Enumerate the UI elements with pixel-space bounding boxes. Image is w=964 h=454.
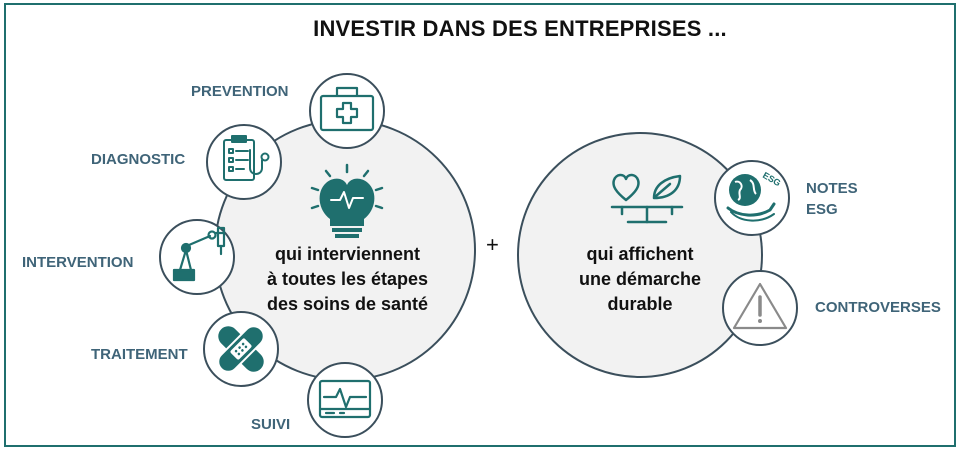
label-esg: ESG: [806, 201, 838, 218]
label-notes-esg: NOTES ESG: [806, 178, 858, 220]
sustainable-line-2: une démarche: [578, 269, 702, 289]
diagram-title: INVESTIR DANS DES ENTREPRISES ...: [313, 16, 727, 41]
label-controverses: CONTROVERSES: [815, 299, 941, 316]
sustainable-line-3: durable: [607, 294, 673, 314]
label-suivi: SUIVI: [251, 416, 291, 433]
lightbulb-heart-icon: [310, 163, 384, 238]
clipboard-stethoscope-icon: [223, 135, 270, 181]
diagram-frame: [4, 3, 956, 447]
robotic-arm-icon: [172, 226, 226, 282]
healthcare-line-2: à toutes les étapes: [266, 269, 429, 289]
warning-icon: [732, 282, 788, 330]
label-traitement: TRAITEMENT: [91, 346, 188, 363]
label-diagnostic: DIAGNOSTIC: [91, 151, 186, 168]
bandage-icon: [217, 325, 265, 373]
healthcare-line-1: qui interviennent: [274, 244, 420, 264]
heart-monitor-icon: [318, 379, 372, 419]
label-intervention: INTERVENTION: [22, 254, 134, 271]
healthcare-line-3: des soins de santé: [266, 294, 429, 314]
healthcare-description: qui interviennent à toutes les étapes de…: [255, 242, 440, 317]
sustainable-circle: [517, 132, 763, 378]
plus-connector: +: [486, 232, 499, 257]
esg-globe-hands-icon: [726, 174, 776, 222]
first-aid-kit-icon: [319, 86, 375, 132]
heart-leaf-balance-icon: [610, 173, 684, 224]
sustainable-line-1: qui affichent: [586, 244, 694, 264]
sustainable-description: qui affichent une démarche durable: [560, 242, 720, 317]
label-prevention: PREVENTION: [191, 83, 289, 100]
label-notes: NOTES: [806, 180, 858, 197]
